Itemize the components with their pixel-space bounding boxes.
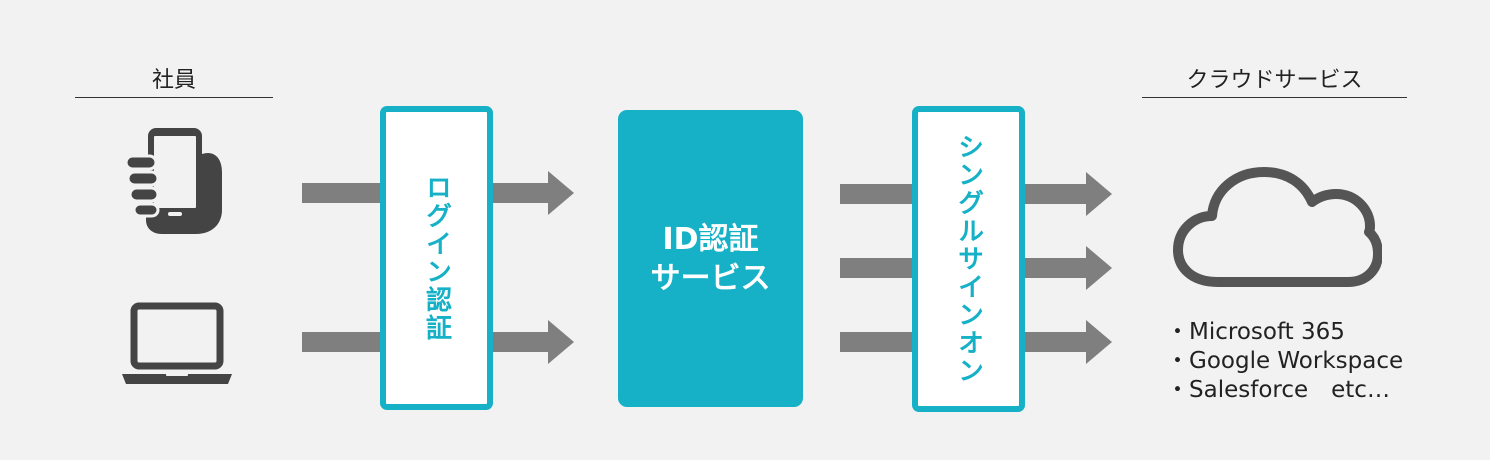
- laptop-icon: [122, 302, 232, 384]
- smartphone-in-hand-icon: [124, 128, 222, 234]
- cloud-services-title-underline: [1142, 97, 1407, 98]
- id-auth-service-label-line1: ID認証: [662, 221, 759, 257]
- cloud-services-title: クラウドサービス: [1186, 68, 1363, 93]
- service-item: ・Microsoft 365: [1166, 319, 1345, 345]
- login-auth-label: ログイン認証: [421, 174, 452, 342]
- cloud-services-list: ・Microsoft 365 ・Google Workspace ・Salesf…: [1166, 318, 1403, 405]
- cloud-icon: [1173, 167, 1382, 287]
- id-auth-service-label-line2: サービス: [650, 260, 771, 296]
- service-item: ・Google Workspace: [1166, 348, 1404, 374]
- single-sign-on-label: シングルサインオン: [953, 133, 984, 385]
- employee-title-underline: [75, 97, 273, 98]
- employee-title: 社員: [151, 68, 196, 93]
- id-auth-service-box: ID認証 サービス: [618, 110, 803, 407]
- login-auth-box: ログイン認証: [380, 106, 493, 410]
- single-sign-on-box: シングルサインオン: [912, 106, 1025, 412]
- service-item: ・Salesforce etc…: [1166, 377, 1390, 403]
